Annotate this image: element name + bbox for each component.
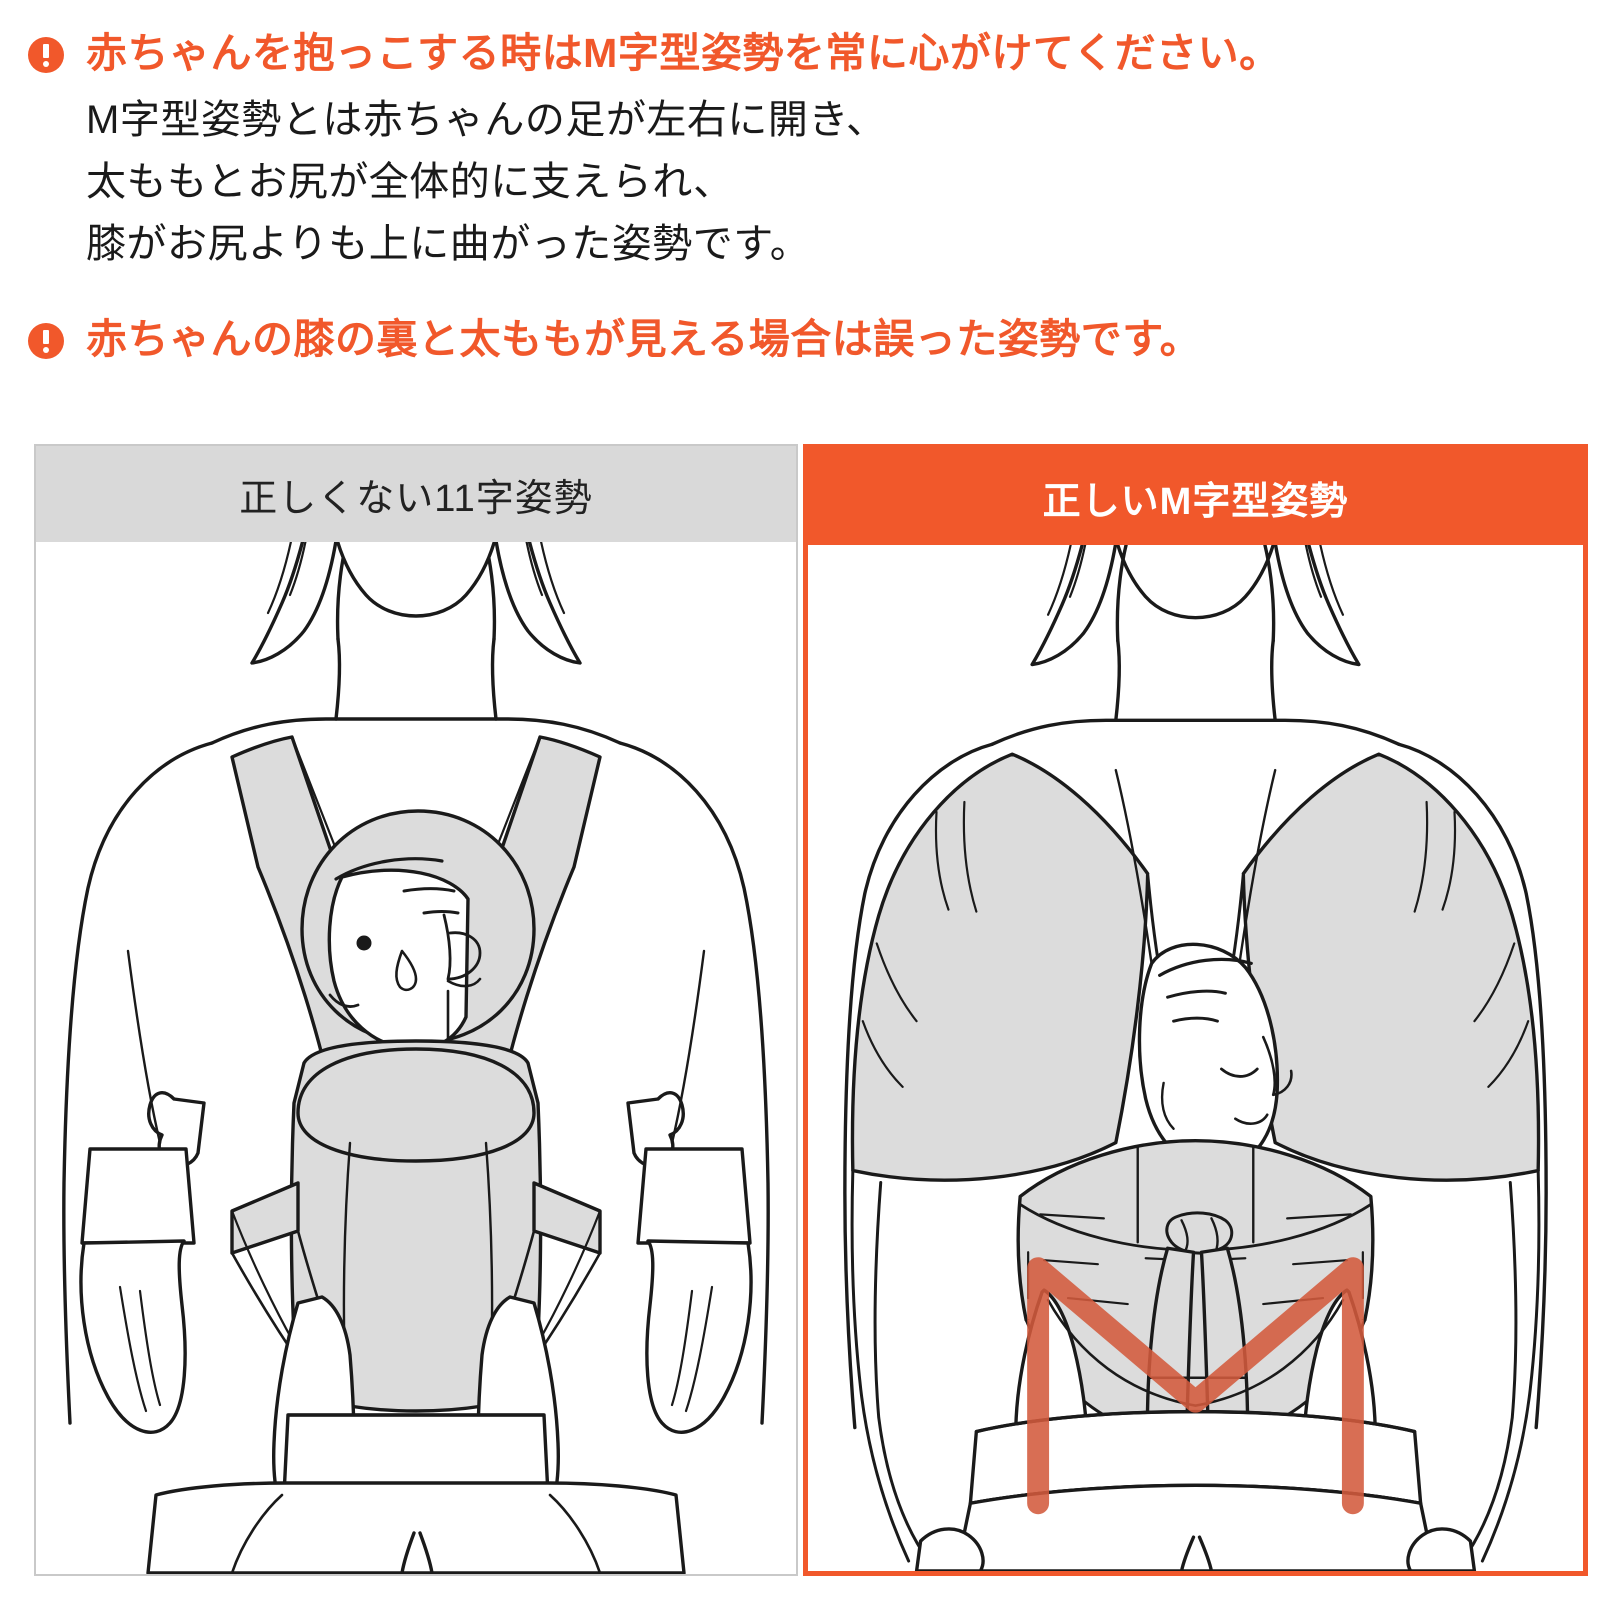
- incorrect-posture-drawing: [62, 542, 770, 1574]
- panel-correct-header: 正しいM字型姿勢: [808, 449, 1583, 545]
- illustration-correct-posture: [808, 545, 1583, 1571]
- m-shape-overlay-icon: [1027, 1257, 1364, 1515]
- exclamation-circle-icon: [28, 323, 64, 359]
- panel-correct-posture: 正しいM字型姿勢: [803, 444, 1588, 1576]
- panel-incorrect-posture: 正しくない11字姿勢: [34, 444, 798, 1576]
- panel-incorrect-header: 正しくない11字姿勢: [36, 446, 796, 542]
- correct-posture-drawing: [843, 545, 1548, 1571]
- notice-heading-text: 赤ちゃんを抱っこする時はM字型姿勢を常に心がけてください。: [86, 30, 1281, 76]
- notice-body-line: 膝がお尻よりも上に曲がった姿勢です。: [86, 222, 811, 267]
- illustration-incorrect-posture: [36, 542, 796, 1574]
- notice-body-line: 太ももとお尻が全体的に支えられ、: [86, 160, 734, 205]
- notice-item-2: 赤ちゃんの膝の裏と太ももが見える場合は誤った姿勢です。: [0, 312, 1201, 367]
- comparison-panels: 正しくない11字姿勢: [34, 444, 1588, 1576]
- notice-body-line: M字型姿勢とは赤ちゃんの足が左右に開き、: [86, 98, 887, 143]
- notice-heading-text: 赤ちゃんの膝の裏と太ももが見える場合は誤った姿勢です。: [86, 316, 1202, 362]
- exclamation-circle-icon: [28, 37, 64, 73]
- notice-body-text: M字型姿勢とは赤ちゃんの足が左右に開き、 太ももとお尻が全体的に支えられ、 膝が…: [86, 89, 1281, 275]
- notice-heading-row: 赤ちゃんを抱っこする時はM字型姿勢を常に心がけてください。: [0, 26, 1281, 81]
- notice-item-1: 赤ちゃんを抱っこする時はM字型姿勢を常に心がけてください。 M字型姿勢とは赤ちゃ…: [0, 26, 1281, 275]
- notice-heading-row: 赤ちゃんの膝の裏と太ももが見える場合は誤った姿勢です。: [0, 312, 1201, 367]
